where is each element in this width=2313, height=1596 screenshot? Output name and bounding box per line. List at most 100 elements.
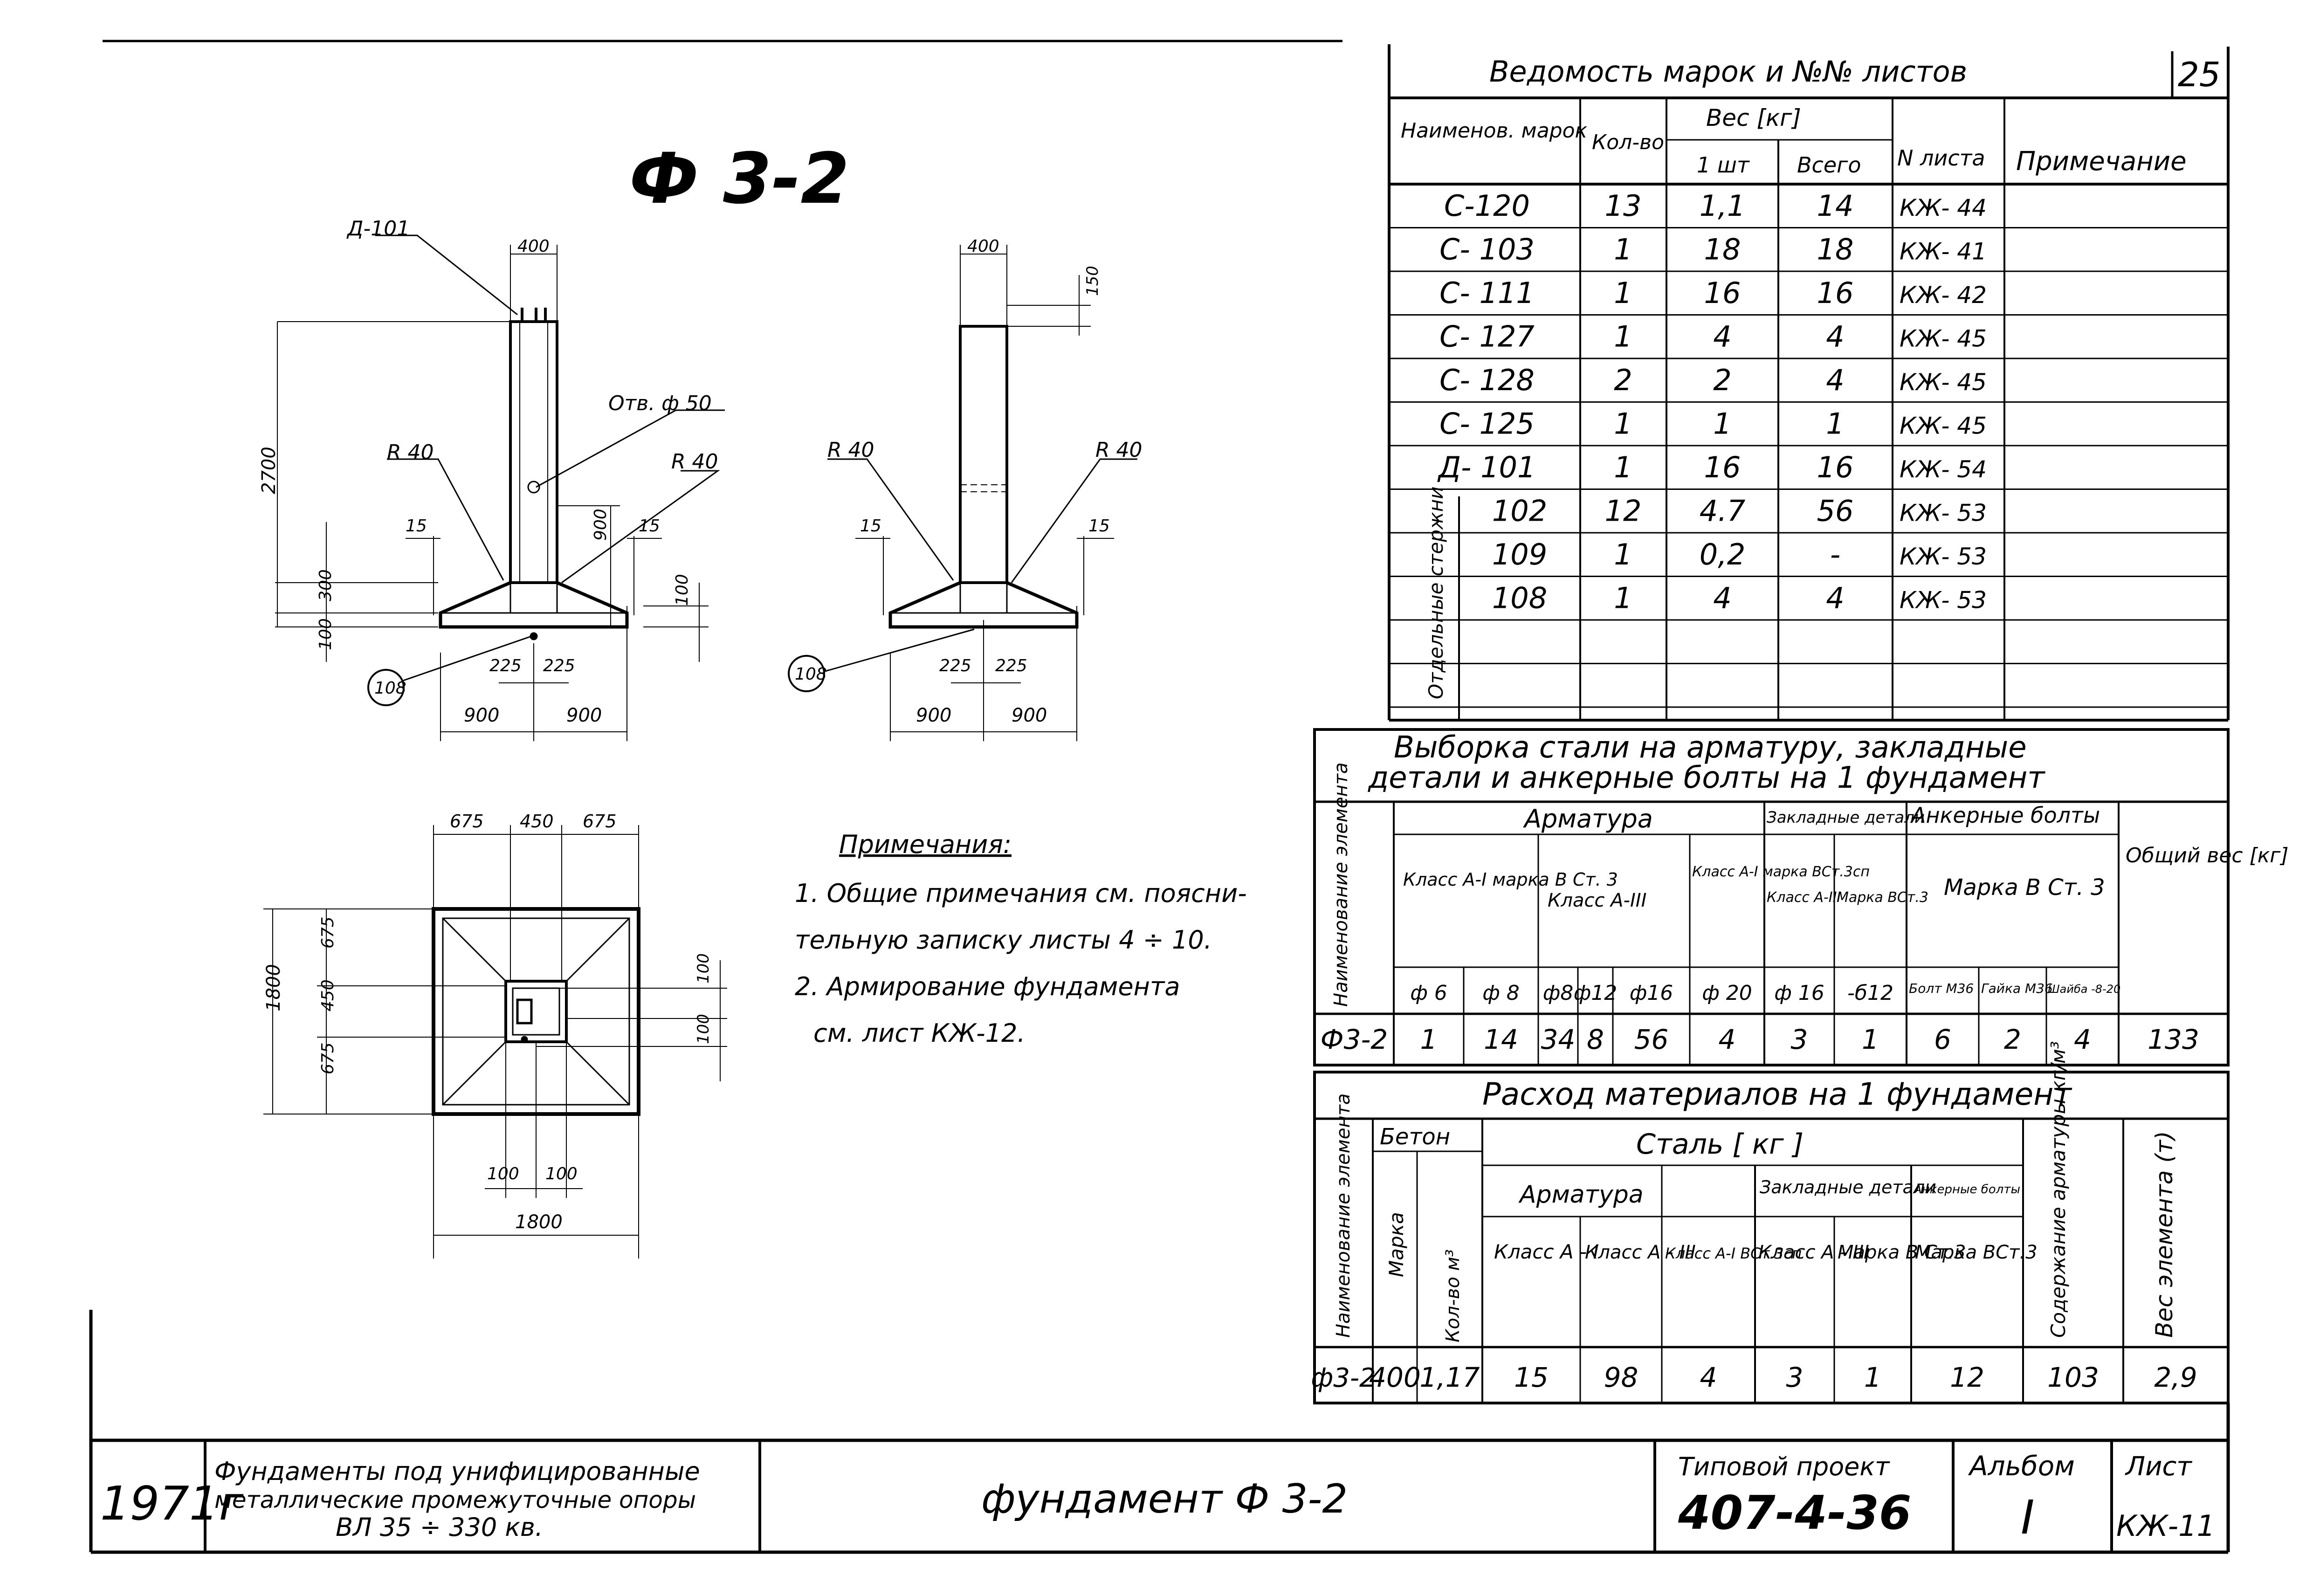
vedomost-cell-w1: 0,2: [1700, 537, 1746, 571]
vyborka-cell: 1: [1862, 1024, 1879, 1055]
vyborka-cell: 6: [1934, 1024, 1951, 1055]
vedomost-cell-list: КЖ- 41: [1900, 238, 1987, 265]
mark-108-side: 108: [795, 665, 827, 684]
dim-150: 150: [1083, 266, 1102, 296]
dim-100-plan-left: 100: [487, 1164, 519, 1183]
dim-900-left: 900: [464, 705, 499, 726]
rashod-head-armatura: Арматура: [1518, 1181, 1644, 1209]
notes-title: Примечания:: [839, 830, 1012, 859]
vyborka-head-name: Наименование элемента: [1330, 763, 1352, 1007]
dim-450-top: 450: [520, 811, 554, 832]
vyborka-cell: 34: [1541, 1024, 1576, 1055]
plan-view: [263, 825, 727, 1259]
dim-100-left: 100: [316, 618, 335, 650]
vedomost-cell-wall: 1: [1826, 407, 1844, 441]
vedomost-row-lines: [1389, 183, 2228, 708]
stamp-year: 1971г: [100, 1476, 243, 1531]
stamp-project-label: Типовой проект: [1678, 1452, 1890, 1481]
vyborka-cell: 56: [1634, 1024, 1669, 1055]
drawing-title: Ф 3-2: [629, 138, 849, 220]
rashod-head-name: Наименование элемента: [1333, 1094, 1354, 1338]
vedomost-cell-qty: 2: [1614, 363, 1632, 397]
dim-225-left: 225: [489, 656, 522, 675]
vedomost-cell-mark: 109: [1492, 537, 1547, 571]
vedomost-cell-wall: 4: [1826, 320, 1844, 354]
dim-675-top-left: 675: [450, 811, 484, 832]
ved-head-wall: Всего: [1797, 152, 1861, 178]
dim-1800-horiz: 1800: [515, 1211, 563, 1233]
label-r40-side-left: R 40: [827, 438, 874, 462]
vyborka-diameter: -б12: [1847, 981, 1893, 1005]
vedomost-cell-mark: С- 125: [1439, 407, 1535, 441]
vedomost-cell-mark: С- 128: [1439, 363, 1535, 397]
dim-900-side-right: 900: [1012, 705, 1047, 726]
dim-400-front: 400: [517, 237, 550, 256]
vyborka-diameter: ф 6: [1410, 981, 1447, 1005]
vedomost-cell-list: КЖ- 45: [1900, 369, 1987, 396]
ved-head-weight: Вес [кг]: [1706, 104, 1801, 131]
vyborka-title-1: Выборка стали на арматуру, закладные: [1394, 730, 2027, 765]
vedomost-cell-mark: С- 103: [1439, 233, 1535, 267]
stamp-list-number: КЖ-11: [2116, 1509, 2215, 1543]
vedomost-cell-qty: 1: [1614, 320, 1632, 354]
vedomost-cell-w1: 4: [1713, 320, 1731, 354]
rashod-head-c1: Класс А - I: [1494, 1240, 1599, 1263]
dim-400-side: 400: [967, 237, 999, 256]
ved-side-label: Отдельные стержни: [1425, 487, 1447, 699]
ved-head-w1: 1 шт: [1697, 152, 1750, 178]
vyborka-diameter: ф8: [1543, 981, 1574, 1005]
rashod-cell: 103: [2047, 1362, 2099, 1393]
dim-900-vert: 900: [591, 509, 610, 541]
vedomost-cell-w1: 1: [1713, 407, 1731, 441]
side-view: [788, 245, 1137, 741]
rashod-table: [1313, 1071, 2230, 1404]
vedomost-cell-w1: 16: [1704, 276, 1741, 310]
vedomost-cell-list: КЖ- 45: [1900, 413, 1987, 440]
dim-1800-vert: 1800: [263, 964, 284, 1011]
dim-900-side-left: 900: [916, 705, 951, 726]
stamp-album-label: Альбом: [1968, 1450, 2075, 1482]
vedomost-header: Ведомость марок и №№ листов 25 Наименов.…: [1401, 55, 2221, 699]
vyborka-head-bolt: Болт М36: [1909, 981, 1974, 996]
title-block: [89, 1310, 2230, 1554]
vedomost-cell-mark: 102: [1492, 494, 1547, 528]
label-otv: Отв. ф 50: [608, 392, 712, 415]
side-view-labels: 400 150 R 40 R 40 15 15 225 225 900 900 …: [795, 237, 1143, 726]
rashod-cell: 98: [1604, 1362, 1638, 1393]
vyborka-cell: 4: [2074, 1024, 2091, 1055]
note-line-3: 2. Армирование фундамента: [795, 972, 1180, 1001]
rashod-head-stal: Сталь [ кг ]: [1636, 1128, 1804, 1161]
vedomost-cell-w1: 16: [1704, 450, 1741, 484]
vedomost-cell-w1: 18: [1704, 233, 1741, 267]
vedomost-cell-w1: 1,1: [1700, 189, 1746, 223]
vyborka-head-classA1: Класс А-I марка В Ст. 3: [1403, 869, 1618, 890]
rashod-cell: 400: [1369, 1362, 1421, 1393]
vyborka-diameter: ф 8: [1482, 981, 1520, 1005]
vedomost-cell-qty: 1: [1614, 581, 1632, 615]
rashod-cell: 3: [1786, 1362, 1804, 1393]
vedomost-cell-wall: 14: [1817, 189, 1854, 223]
note-line-2: тельную записку листы 4 ÷ 10.: [795, 925, 1212, 955]
rashod-cell: 15: [1514, 1362, 1549, 1393]
rashod-cell: 1,17: [1419, 1362, 1480, 1393]
dim-300: 300: [316, 569, 335, 601]
rashod-head-c3: Класс А-I ВСт.3сп: [1665, 1245, 1802, 1262]
dim-900-right: 900: [566, 705, 602, 726]
stamp-desc-3: ВЛ 35 ÷ 330 кв.: [336, 1513, 543, 1542]
vyborka-head-zakl: Закладные детали: [1767, 808, 1925, 827]
note-line-4: см. лист КЖ-12.: [813, 1018, 1026, 1048]
vedomost-cell-wall: 56: [1817, 494, 1854, 528]
vedomost-cell-list: КЖ- 42: [1900, 282, 1987, 309]
rashod-head-soderzh: Содержание арматуры кг/м³: [2047, 1041, 2070, 1338]
footing-slab: [439, 581, 629, 629]
vyborka-header: Выборка стали на арматуру, закладные дет…: [1330, 730, 2289, 1007]
vyborka-diameter: ф12: [1574, 981, 1618, 1005]
rashod-title: Расход материалов на 1 фундамент: [1482, 1076, 2072, 1112]
vedomost-cell-list: КЖ- 45: [1900, 325, 1987, 352]
vedomost-cell-wall: -: [1830, 537, 1840, 571]
ved-head-name: Наименов. марок: [1401, 119, 1588, 143]
vyborka-cell: 3: [1791, 1024, 1808, 1055]
